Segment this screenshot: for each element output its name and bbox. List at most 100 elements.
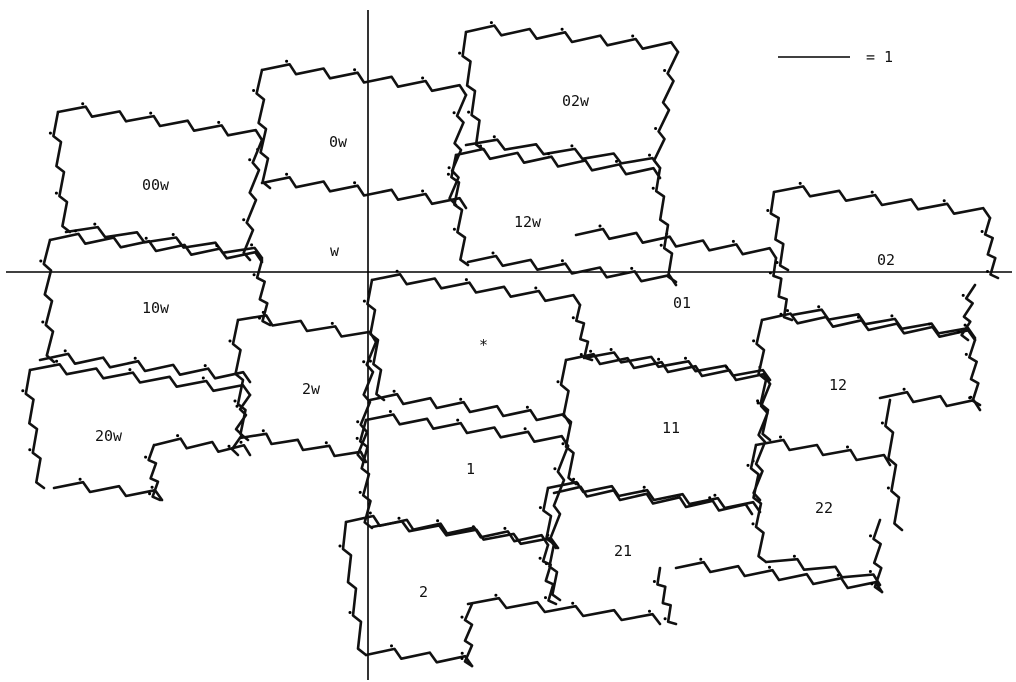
tile-edge-horizontal [774, 186, 990, 218]
tile-edge-horizontal [54, 482, 162, 500]
tile-edge-horizontal [262, 177, 466, 208]
tile-edge-vertical [550, 446, 568, 548]
edge-dot [713, 494, 716, 497]
edge-dot [657, 358, 660, 361]
edge-dot [331, 322, 334, 325]
edge-dot [648, 610, 651, 613]
edge-dot [654, 127, 657, 130]
edge-dot [544, 596, 547, 599]
edge-dot [145, 237, 148, 240]
edge-dot [253, 273, 256, 276]
tile-edge-vertical [244, 140, 262, 260]
tile-edge-vertical [654, 52, 678, 168]
edge-dot [752, 522, 755, 525]
edge-dot [229, 340, 232, 343]
edge-dot [928, 323, 931, 326]
edge-dot [780, 313, 783, 316]
tile-edge-horizontal [30, 364, 250, 395]
edge-dot [793, 555, 796, 558]
edge-dot [684, 357, 687, 360]
edge-dot [55, 360, 58, 363]
edge-dot [74, 229, 77, 232]
edge-dot [903, 388, 906, 391]
tile-edge-horizontal [40, 354, 250, 382]
edge-dot [561, 28, 564, 31]
edge-dot [461, 657, 464, 660]
edge-dot [456, 419, 459, 422]
edge-dot [353, 68, 356, 71]
legend: = 1 [778, 48, 893, 66]
edge-dot [490, 21, 493, 24]
tile-edge-horizontal [566, 354, 770, 384]
tile-edge-horizontal [366, 649, 472, 666]
edge-dot [752, 339, 755, 342]
tile-edge-horizontal [576, 229, 776, 258]
tile-label-2: 2 [419, 583, 428, 601]
edge-dot [580, 353, 583, 356]
edge-dot [353, 181, 356, 184]
edge-dot [561, 259, 564, 262]
edge-dot [539, 557, 542, 560]
edge-dot [453, 228, 456, 231]
edge-dot [630, 267, 633, 270]
tile-edge-vertical [771, 192, 788, 270]
edge-dot [769, 271, 772, 274]
edge-dot [766, 209, 769, 212]
edge-dot [236, 405, 239, 408]
edge-dot [557, 380, 560, 383]
edge-dot [202, 377, 205, 380]
edge-dot [421, 190, 424, 193]
edge-dot [172, 233, 175, 236]
edge-dot [252, 89, 255, 92]
edge-dot [965, 353, 968, 356]
tile-edge-vertical [26, 370, 44, 488]
edge-dot [871, 191, 874, 194]
tile-edge-vertical [657, 568, 676, 624]
edge-dot [571, 602, 574, 605]
tile-edge-vertical [257, 260, 270, 325]
tile-edge-horizontal [240, 434, 366, 462]
edge-dot [258, 317, 261, 320]
tile-edge-horizontal [370, 394, 570, 424]
edge-dot [869, 570, 872, 573]
edge-dot [285, 60, 288, 63]
edge-dot [240, 441, 243, 444]
edge-dot [846, 446, 849, 449]
edge-dot [664, 617, 667, 620]
edge-dot [248, 158, 251, 161]
edge-dot [467, 111, 470, 114]
tile-edge-horizontal [880, 392, 980, 410]
tile-edge-vertical [885, 400, 902, 530]
tile-label-01: 01 [673, 294, 691, 312]
tile-edge-horizontal [762, 314, 975, 340]
edge-dot [458, 52, 461, 55]
edge-dot [615, 160, 618, 163]
edge-dot [242, 218, 245, 221]
edge-dot [837, 574, 840, 577]
edge-dot [981, 230, 984, 233]
edge-dot [881, 422, 884, 425]
tile-boundaries [21, 21, 998, 666]
edge-dot [534, 287, 537, 290]
tile-edge-horizontal [466, 140, 660, 168]
tile-label-0w: 0w [329, 133, 348, 151]
edge-dot [768, 566, 771, 569]
edge-dot [503, 527, 506, 530]
edge-dot [461, 616, 464, 619]
edge-dot [493, 135, 496, 138]
tile-label-02: 02 [877, 251, 895, 269]
tile-edge-horizontal [468, 598, 660, 624]
tile-label-12w: 12w [514, 213, 542, 231]
edge-dot [653, 580, 656, 583]
edge-dot [962, 294, 965, 297]
edge-dot [648, 154, 651, 157]
tile-edge-horizontal [346, 516, 548, 545]
edge-dot [817, 305, 820, 308]
edge-dot [447, 173, 450, 176]
edge-dot [539, 506, 542, 509]
tile-edge-vertical [451, 155, 468, 265]
edge-dot [776, 261, 779, 264]
edge-dot [144, 456, 147, 459]
edge-dot [339, 545, 342, 548]
edge-dot [631, 35, 634, 38]
